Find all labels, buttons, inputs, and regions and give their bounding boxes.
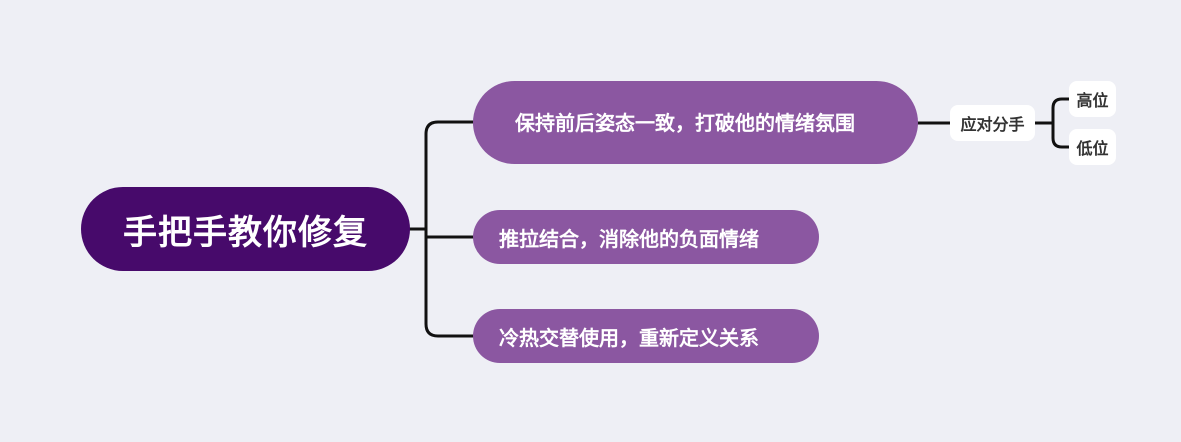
leaf-node-high-label: 高位 xyxy=(1076,91,1109,110)
branch-connector-1 xyxy=(424,120,475,231)
branch-node-1[interactable]: 保持前后姿态一致，打破他的情绪氛围 xyxy=(473,81,918,164)
leaf-node-low-label: 低位 xyxy=(1076,139,1109,158)
root-node-label: 手把手教你修复 xyxy=(123,212,368,253)
branch-node-2-label: 推拉结合，消除他的负面情绪 xyxy=(499,226,759,251)
branch-node-3[interactable]: 冷热交替使用，重新定义关系 xyxy=(473,309,819,363)
subtopic-node-breakup[interactable]: 应对分手 xyxy=(950,105,1035,141)
branch-connector-2 xyxy=(424,227,475,239)
leaf-node-low[interactable]: 低位 xyxy=(1069,129,1116,165)
branch-node-3-label: 冷热交替使用，重新定义关系 xyxy=(499,325,759,350)
branch-connector-3 xyxy=(424,235,475,338)
leaf-connector-high xyxy=(1051,97,1071,125)
branch-node-1-label: 保持前后姿态一致，打破他的情绪氛围 xyxy=(515,110,855,135)
leaf-node-high[interactable]: 高位 xyxy=(1069,81,1116,117)
branch-node-2[interactable]: 推拉结合，消除他的负面情绪 xyxy=(473,210,819,264)
root-node[interactable]: 手把手教你修复 xyxy=(81,187,410,271)
subtopic-node-breakup-label: 应对分手 xyxy=(960,115,1025,134)
leaf-connector-low xyxy=(1051,121,1071,149)
